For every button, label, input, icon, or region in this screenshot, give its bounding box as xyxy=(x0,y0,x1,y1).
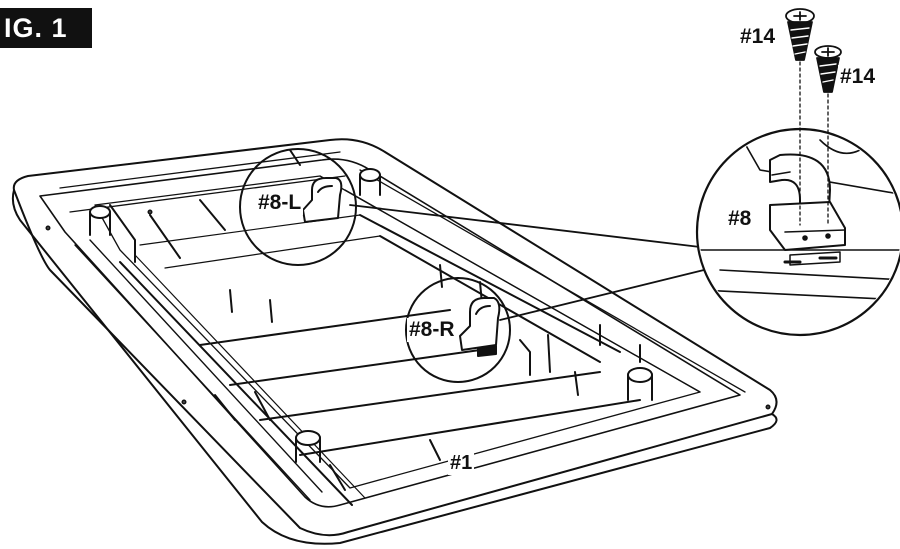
leader-line-lower xyxy=(499,267,713,321)
screw-b xyxy=(814,45,842,226)
figure-number-badge: IG. 1 xyxy=(0,8,92,48)
part-label-bracket-left: #8-L xyxy=(256,191,304,215)
detail-circle-right xyxy=(405,277,511,383)
detail-circle-left xyxy=(239,148,357,266)
part-label-bracket-right: #8-R xyxy=(407,318,457,342)
base-tray xyxy=(11,138,778,545)
part-label-screw-a: #14 xyxy=(738,25,778,49)
part-label-base: #1 xyxy=(448,452,475,475)
screw-a xyxy=(785,8,815,226)
part-label-bracket-detail: #8 xyxy=(726,207,754,231)
detail-circle-magnified xyxy=(695,127,900,337)
leader-line-upper xyxy=(349,204,701,248)
part-label-screw-b: #14 xyxy=(838,65,878,89)
